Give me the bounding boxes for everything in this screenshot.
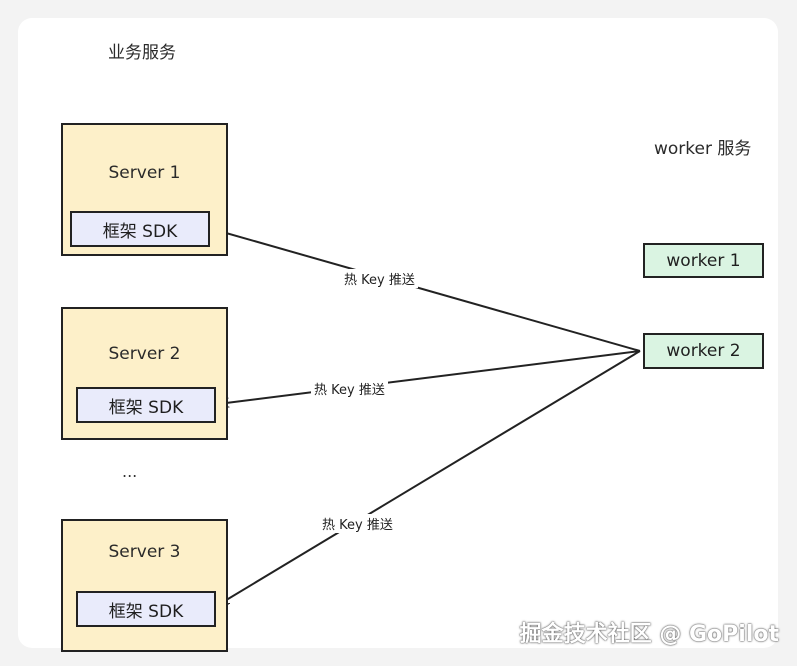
- server-2-node: Server 2 框架 SDK: [61, 307, 228, 440]
- edge-line-server-3: [218, 350, 641, 605]
- worker-service-label: worker 服务: [654, 139, 752, 159]
- more-servers-ellipsis: ...: [122, 462, 138, 481]
- server-3-sdk: 框架 SDK: [76, 591, 216, 627]
- edge-label-server-1: 热 Key 推送: [341, 269, 418, 288]
- edge-line-server-1: [212, 229, 641, 352]
- server-2-sdk: 框架 SDK: [76, 387, 216, 423]
- worker-2-node: worker 2: [643, 333, 764, 369]
- server-1-title: Server 1: [108, 163, 181, 183]
- edge-label-server-3: 热 Key 推送: [319, 514, 396, 533]
- edge-line-server-2: [218, 350, 641, 404]
- business-service-label: 业务服务: [108, 43, 176, 63]
- server-3-title: Server 3: [108, 542, 181, 562]
- server-3-node: Server 3 框架 SDK: [61, 519, 228, 652]
- server-2-title: Server 2: [108, 344, 181, 364]
- watermark-text: 掘金技术社区 @ GoPilot: [519, 622, 779, 647]
- edge-label-server-2: 热 Key 推送: [311, 379, 388, 398]
- server-1-node: Server 1 框架 SDK: [61, 123, 228, 256]
- worker-1-node: worker 1: [643, 243, 764, 278]
- server-1-sdk: 框架 SDK: [70, 211, 210, 247]
